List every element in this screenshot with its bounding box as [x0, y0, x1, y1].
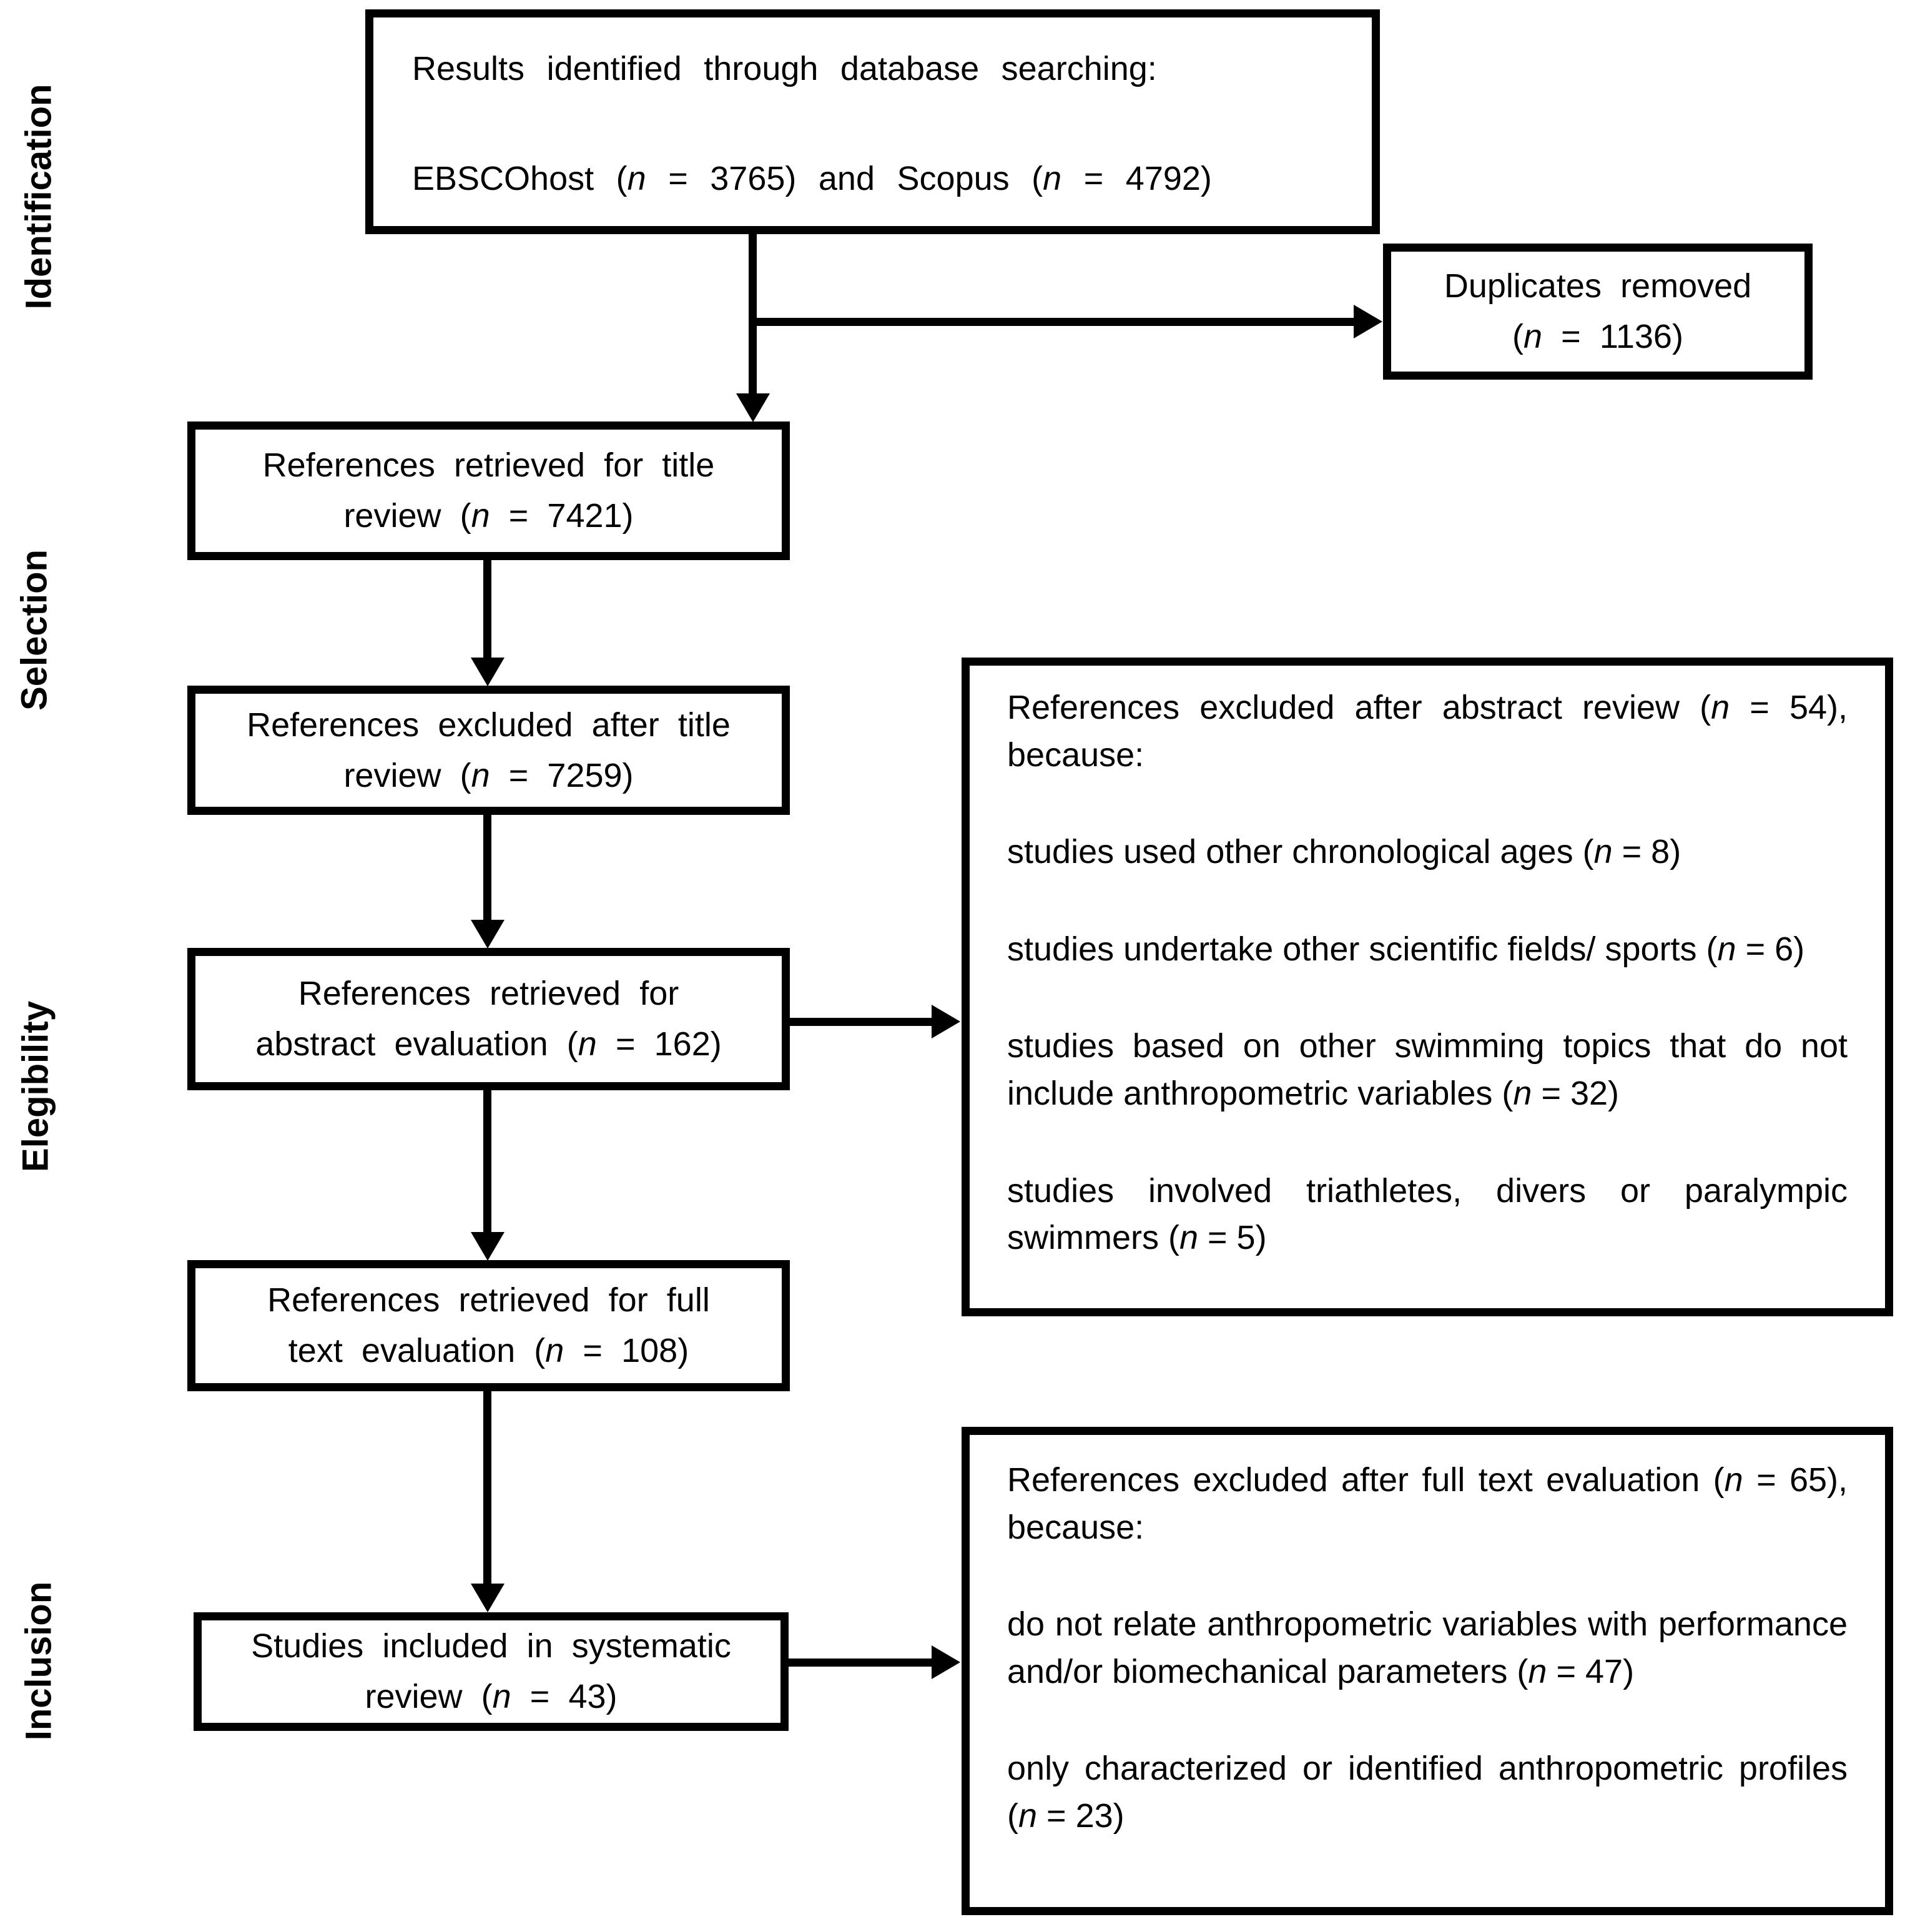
connector-identified-to-duplicates-line: [749, 318, 1356, 326]
down-arrowhead-icon: [471, 920, 505, 949]
fulltext-excluded-intro: References excluded after full text eval…: [1007, 1461, 1848, 1546]
stage-label-inclusion: Inclusion: [18, 1581, 59, 1741]
box-duplicates-removed: Duplicates removed (n = 1136): [1383, 244, 1813, 380]
box-included-studies: Studies included in systematic review (n…: [194, 1612, 789, 1731]
box-title-review-excluded: References excluded after title review (…: [187, 686, 790, 815]
box-database-search-results: Results identified through database sear…: [365, 9, 1380, 234]
connector-title-to-titleexcluded-line: [483, 559, 491, 659]
title-review-excluded-text: References excluded after title review (…: [247, 706, 731, 794]
connector-identified-to-title-line: [749, 232, 757, 395]
title-review-retrieved-text: References retrieved for title review (n…: [262, 446, 715, 535]
abstract-excluded-reason: studies used other chronological ages (n…: [1007, 833, 1681, 871]
down-arrowhead-icon: [471, 658, 505, 686]
down-arrowhead-icon: [471, 1232, 505, 1261]
duplicates-removed-line2: (n = 1136): [1512, 318, 1683, 355]
right-arrowhead-icon: [1354, 305, 1382, 338]
box-fulltext-evaluation-retrieved: References retrieved for full text evalu…: [187, 1260, 790, 1391]
connector-fulltext-to-included-line: [483, 1389, 491, 1584]
box-fulltext-evaluation-excluded: References excluded after full text eval…: [962, 1427, 1893, 1915]
abstract-excluded-reason: studies based on other swimming topics t…: [1007, 1027, 1848, 1112]
box-abstract-evaluation-retrieved: References retrieved for abstract evalua…: [187, 948, 790, 1090]
fulltext-excluded-reason: only characterized or identified anthrop…: [1007, 1750, 1848, 1835]
database-search-line1: Results identified through database sear…: [412, 50, 1157, 87]
down-arrowhead-icon: [471, 1584, 505, 1612]
abstract-excluded-intro: References excluded after abstract revie…: [1007, 689, 1848, 774]
abstract-excluded-reason: studies involved triathletes, divers or …: [1007, 1171, 1848, 1257]
stage-label-selection: Selection: [14, 550, 55, 711]
database-search-line2: EBSCOhost (n = 3765) and Scopus (n = 479…: [412, 159, 1212, 197]
fulltext-evaluation-retrieved-text: References retrieved for full text evalu…: [267, 1281, 710, 1369]
right-arrowhead-icon: [932, 1005, 960, 1038]
abstract-excluded-reason: studies undertake other scientific field…: [1007, 930, 1805, 968]
connector-abstract-to-fulltext-line: [483, 1088, 491, 1233]
duplicates-removed-line1: Duplicates removed: [1444, 267, 1752, 305]
stage-label-elegibility: Elegibility: [15, 1001, 56, 1172]
box-abstract-review-excluded: References excluded after abstract revie…: [962, 658, 1893, 1316]
fulltext-excluded-reason: do not relate anthropometric variables w…: [1007, 1605, 1848, 1690]
abstract-evaluation-retrieved-text: References retrieved for abstract evalua…: [255, 975, 722, 1063]
stage-label-identification: Identification: [18, 84, 59, 310]
connector-titleexcluded-to-abstract-line: [483, 813, 491, 920]
down-arrowhead-icon: [736, 393, 770, 422]
connector-included-to-excluded-line: [784, 1658, 935, 1667]
connector-abstract-to-excluded-line: [785, 1018, 935, 1026]
right-arrowhead-icon: [932, 1645, 960, 1679]
box-title-review-retrieved: References retrieved for title review (n…: [187, 421, 790, 560]
included-studies-text: Studies included in systematic review (n…: [251, 1627, 731, 1715]
